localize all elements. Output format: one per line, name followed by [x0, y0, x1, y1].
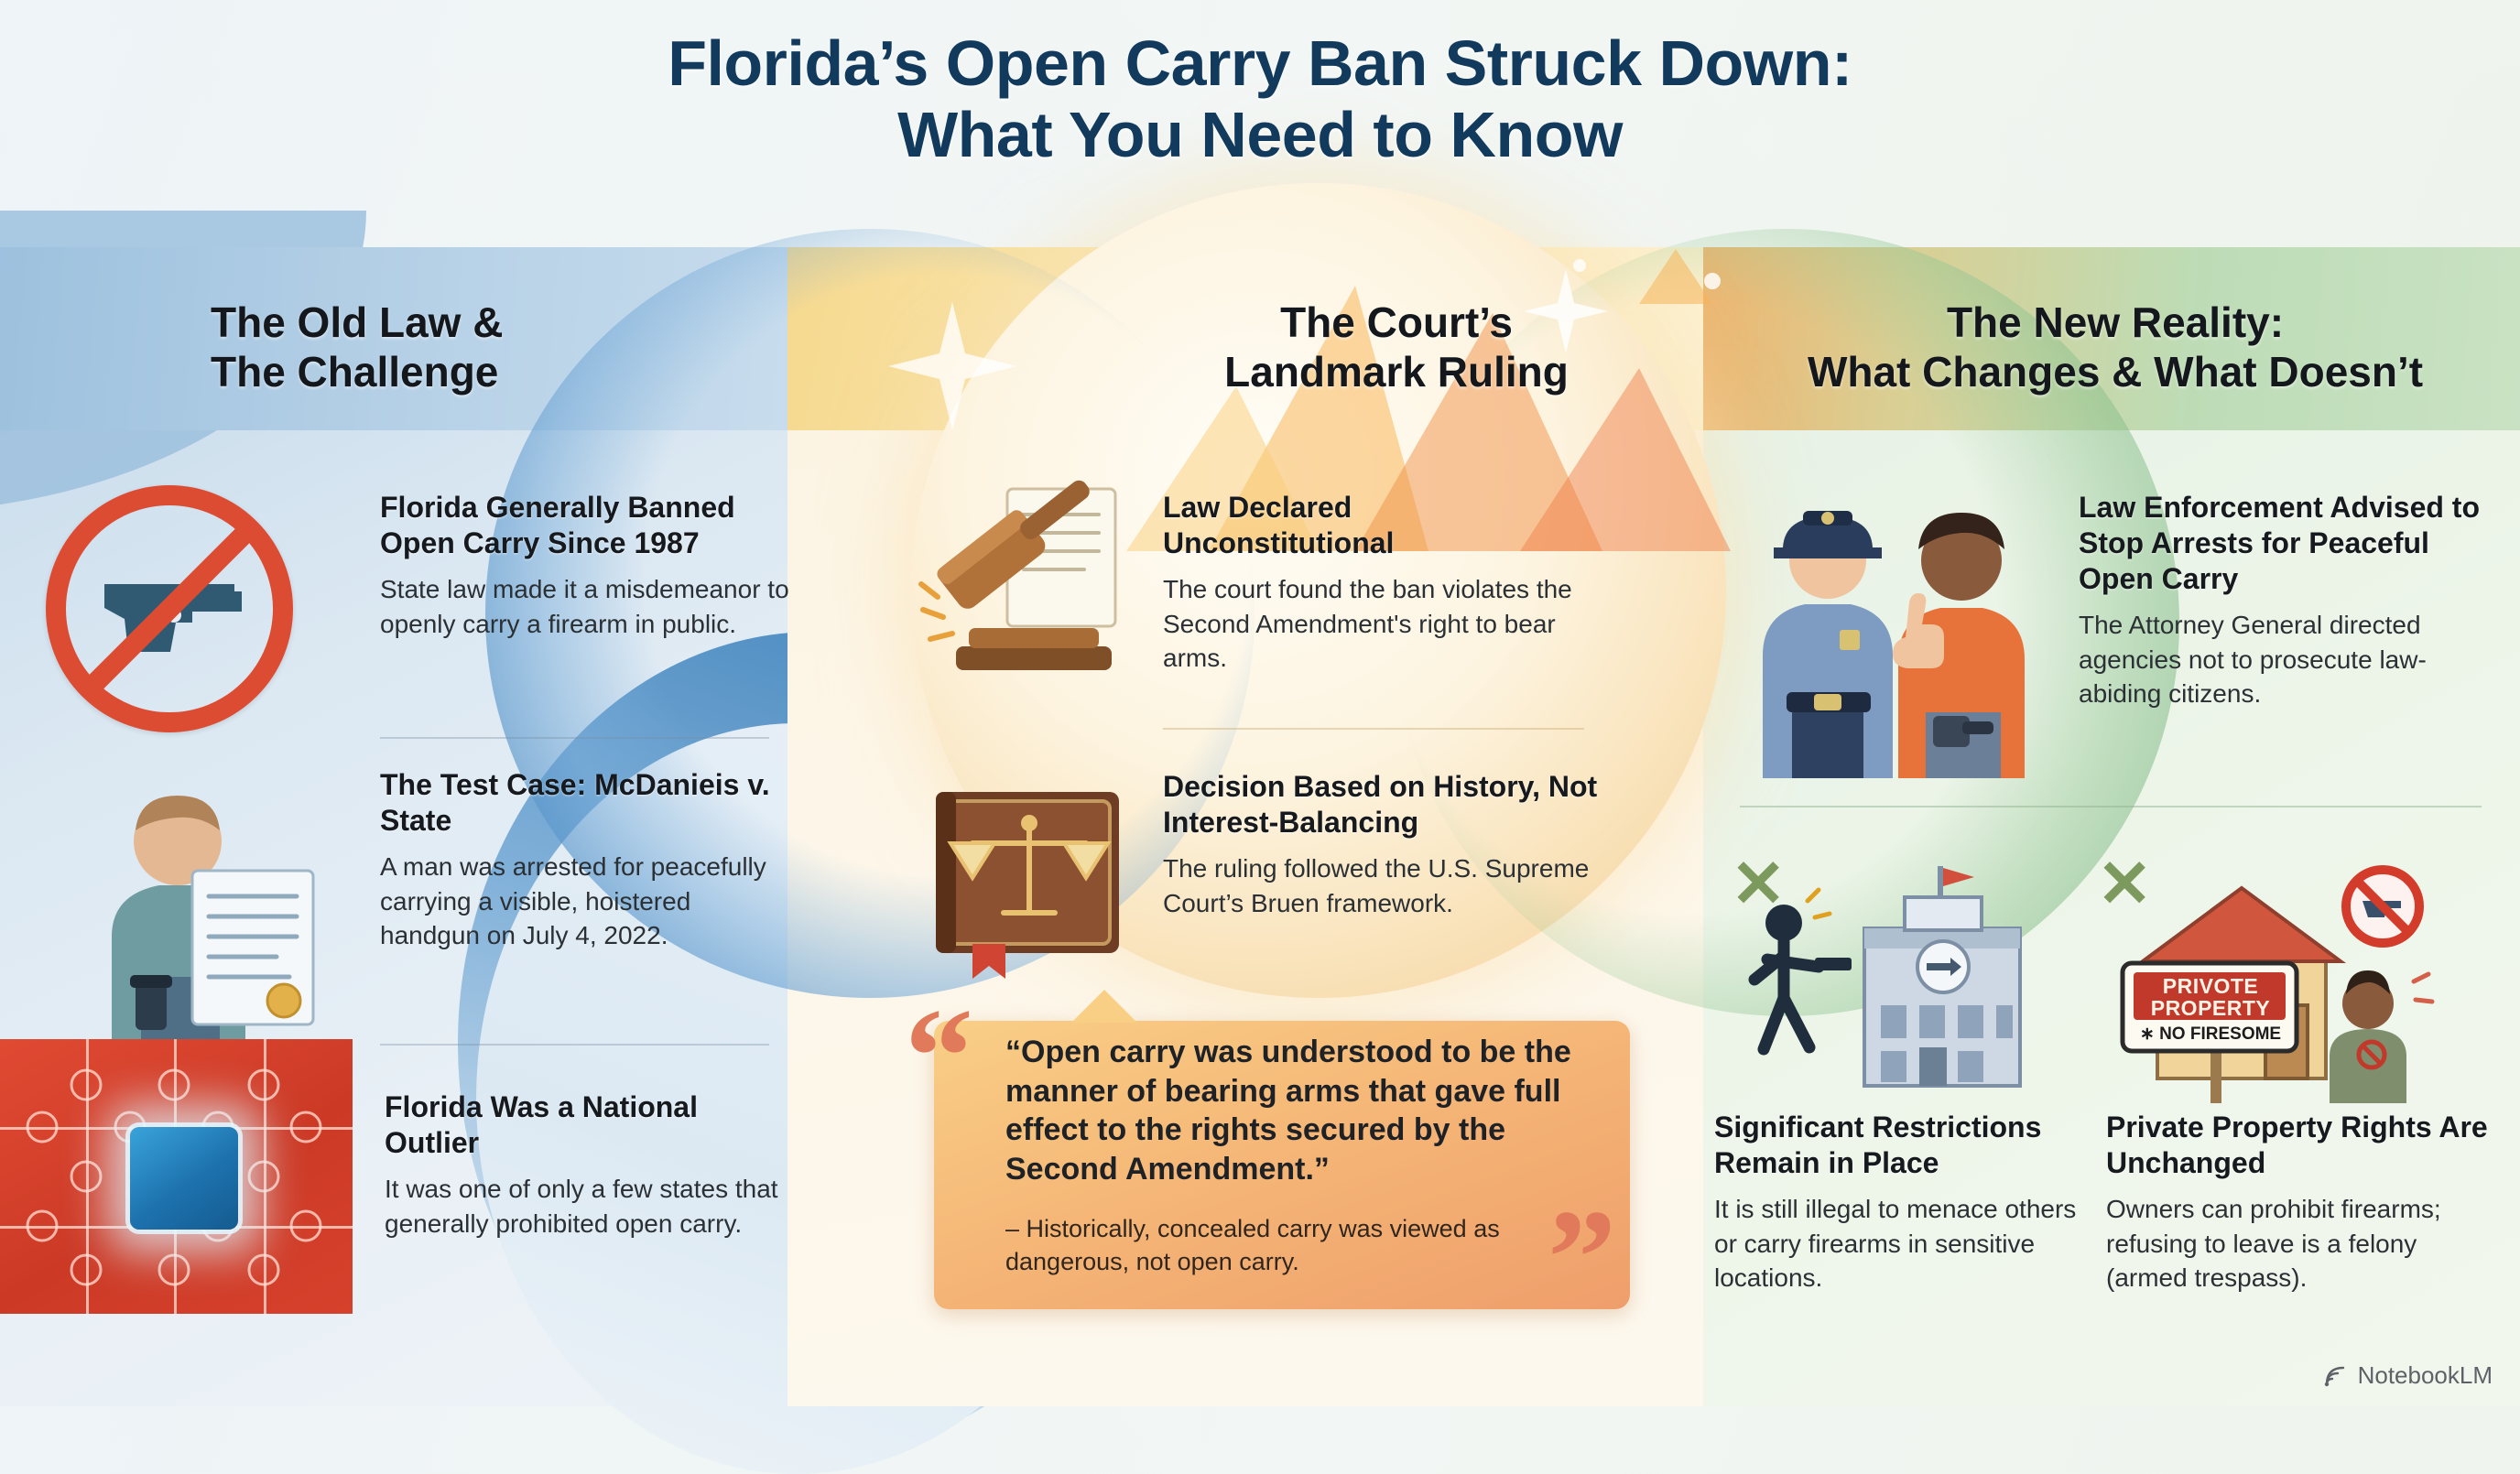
left-item-2: The Test Case: McDanieis v. State A man … — [380, 767, 797, 953]
puzzle-nubs — [26, 1068, 322, 1286]
decorative-sparkle-left — [888, 302, 1016, 430]
infographic-canvas: Florida’s Open Carry Ban Struck Down: Wh… — [0, 27, 2520, 1474]
sign-line-2: PROPERTY — [2150, 995, 2271, 1020]
left-item-2-body: A man was arrested for peacefully carryi… — [380, 852, 766, 950]
right-item-1: Law Enforcement Advised to Stop Arrests … — [2079, 490, 2509, 711]
sign-line-3: ∗ NO FIRESOME — [2139, 1024, 2282, 1044]
puzzle-outlier-icon — [0, 1039, 353, 1314]
right-item-3: Private Property Rights Are Unchanged Ow… — [2106, 1110, 2491, 1295]
left-item-3-heading: Florida Was a National Outlier — [385, 1090, 698, 1160]
right-item-2: Significant Restrictions Remain in Place… — [1714, 1110, 2080, 1295]
column-right-header-line1: The New Reality: — [1946, 298, 2285, 346]
puzzle-outlier-piece — [130, 1127, 238, 1230]
page-title-line2: What You Need to Know — [897, 99, 1623, 171]
law-book-scales-icon — [916, 755, 1145, 984]
center-item-1: Law Declared Unconstitutional The court … — [1163, 490, 1584, 676]
center-item-1-body: The court found the ban violates the Sec… — [1163, 575, 1572, 673]
left-item-3-body: It was one of only a few states that gen… — [385, 1175, 778, 1238]
decorative-facets — [1126, 249, 1731, 551]
left-divider-1 — [380, 737, 769, 739]
notebooklm-spiral-icon — [2324, 1366, 2344, 1386]
column-left-header-line2: The Challenge — [211, 348, 499, 396]
center-item-2: Decision Based on History, Not Interest-… — [1163, 769, 1602, 920]
restriction-x-mark-1: ✕ — [1731, 848, 1787, 921]
left-item-1-body: State law made it a misdemeanor to openl… — [380, 575, 789, 638]
officer-citizen-glyph — [1763, 511, 2025, 778]
gavel-icon — [916, 476, 1145, 705]
no-gun-icon — [37, 476, 302, 742]
column-right-header-line2: What Changes & What Doesn’t — [1807, 348, 2424, 396]
left-item-2-heading: The Test Case: McDanieis v. State — [380, 768, 770, 838]
puzzle-grid-line — [264, 1039, 266, 1314]
puzzle-grid-line — [86, 1039, 89, 1314]
quote-open-mark: “ — [905, 981, 973, 1133]
person-document-glyph — [112, 796, 315, 1057]
notebooklm-label: NotebookLM — [2357, 1361, 2493, 1389]
quote-attribution: – Historically, concealed carry was view… — [1005, 1215, 1500, 1275]
law-book-scales-glyph — [936, 792, 1119, 979]
right-divider-1 — [1740, 806, 2482, 807]
center-item-1-heading: Law Declared Unconstitutional — [1163, 491, 1395, 560]
person-with-document-icon — [64, 783, 330, 1057]
notebooklm-watermark: NotebookLM — [2321, 1361, 2493, 1390]
restriction-x-mark-2: ✕ — [2097, 848, 2153, 921]
gavel-glyph — [918, 480, 1117, 670]
left-item-1: Florida Generally Banned Open Carry Sinc… — [380, 490, 792, 641]
right-item-2-heading: Significant Restrictions Remain in Place — [1714, 1111, 2042, 1180]
right-item-1-heading: Law Enforcement Advised to Stop Arrests … — [2079, 491, 2480, 596]
right-item-1-body: The Attorney General directed agencies n… — [2079, 611, 2427, 709]
left-item-1-heading: Florida Generally Banned Open Carry Sinc… — [380, 491, 735, 560]
page-title-line1: Florida’s Open Carry Ban Struck Down: — [668, 27, 1852, 99]
column-left-header: The Old Law & The Challenge — [37, 298, 733, 397]
sign-line-1: PRIVOTE — [2162, 974, 2259, 998]
center-item-2-heading: Decision Based on History, Not Interest-… — [1163, 770, 1598, 840]
right-item-3-body: Owners can prohibit firearms; refusing t… — [2106, 1195, 2441, 1293]
police-officer-and-citizen-icon — [1744, 476, 2047, 778]
decorative-sparkle-right — [1524, 269, 1608, 353]
left-item-3: Florida Was a National Outlier It was on… — [385, 1089, 797, 1241]
quote-card — [934, 990, 1630, 1309]
center-divider-1 — [1163, 728, 1584, 730]
left-divider-2 — [380, 1044, 769, 1046]
right-item-2-body: It is still illegal to menace others or … — [1714, 1195, 2077, 1293]
page-title: Florida’s Open Carry Ban Struck Down: Wh… — [0, 27, 2520, 171]
quote-close-mark: ” — [1548, 1182, 1616, 1334]
center-item-2-body: The ruling followed the U.S. Supreme Cou… — [1163, 854, 1590, 917]
quote-text: “Open carry was understood to be the man… — [1005, 1035, 1571, 1187]
private-property-sign-text: PRIVOTE PROPERTY — [2137, 974, 2284, 1020]
right-item-3-heading: Private Property Rights Are Unchanged — [2106, 1111, 2488, 1180]
column-left-header-line1: The Old Law & — [211, 298, 504, 346]
column-right-header: The New Reality: What Changes & What Doe… — [1722, 298, 2509, 397]
